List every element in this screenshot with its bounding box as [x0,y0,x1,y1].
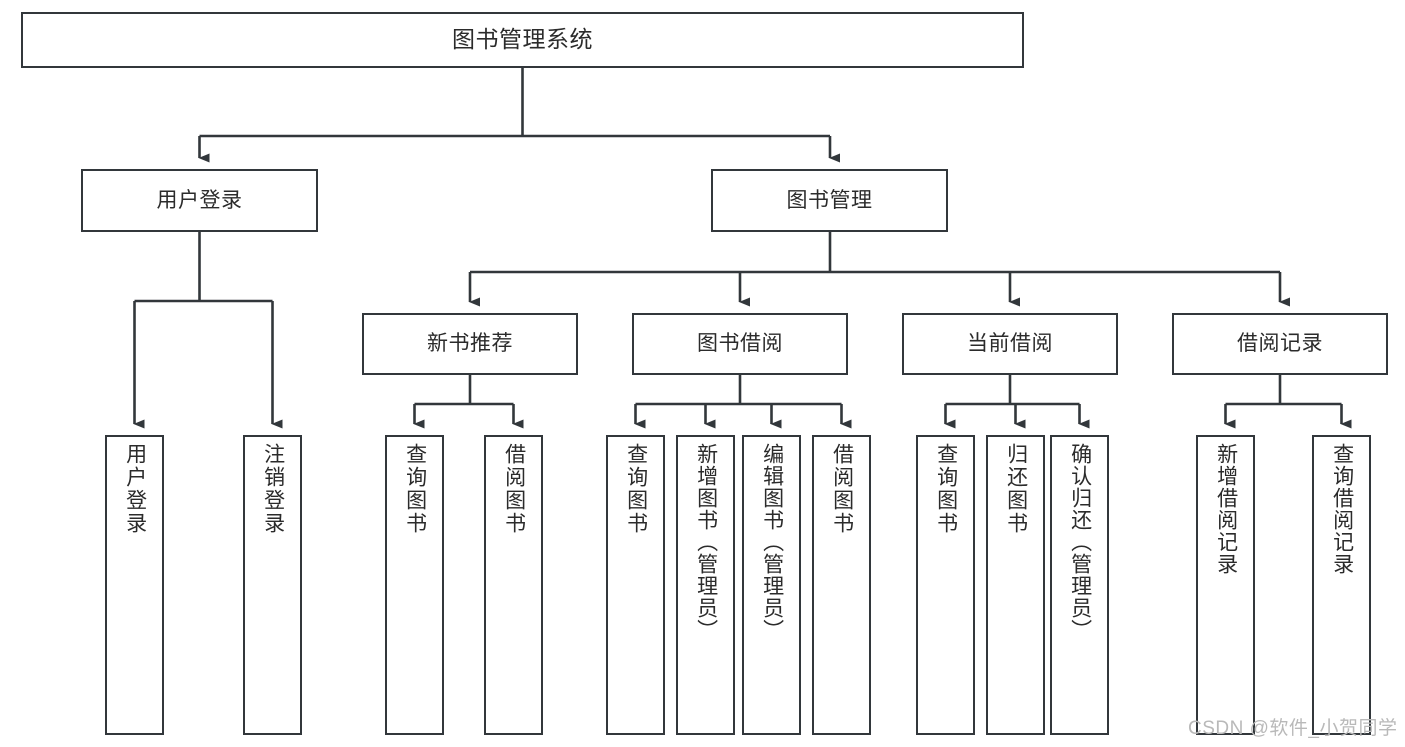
leaf-query-book-borrow[interactable]: 查询图书 [606,435,665,735]
leaf-return-book[interactable]: 归还图书 [986,435,1045,735]
node-label: 确认归还（管理员） [1068,443,1092,641]
node-label: 查询图书 [934,443,958,535]
node-root-system[interactable]: 图书管理系统 [21,12,1024,68]
node-book-management[interactable]: 图书管理 [711,169,948,232]
leaf-borrow-book[interactable]: 借阅图书 [812,435,871,735]
leaf-borrow-book-recommend[interactable]: 借阅图书 [484,435,543,735]
node-label: 新增借阅记录 [1214,443,1238,575]
node-label: 查询图书 [403,443,427,535]
node-label: 新书推荐 [427,332,513,356]
node-label: 借阅记录 [1237,332,1323,356]
node-label: 用户登录 [156,188,243,212]
node-label: 归还图书 [1004,443,1028,535]
node-label: 查询图书 [624,443,648,535]
leaf-query-book-recommend[interactable]: 查询图书 [385,435,444,735]
node-borrow-record[interactable]: 借阅记录 [1172,313,1388,375]
leaf-add-borrow-record[interactable]: 新增借阅记录 [1196,435,1255,735]
csdn-watermark: CSDN @软件_小贺同学 [1188,718,1398,739]
leaf-add-book-admin[interactable]: 新增图书（管理员） [676,435,735,735]
node-label: 注销登录 [261,443,285,535]
node-new-book-recommend[interactable]: 新书推荐 [362,313,578,375]
node-label: 当前借阅 [967,332,1053,356]
node-label: 借阅图书 [830,443,854,535]
leaf-query-book-current[interactable]: 查询图书 [916,435,975,735]
node-label: 用户登录 [123,443,147,535]
node-label: 查询借阅记录 [1330,443,1354,575]
node-label: 编辑图书（管理员） [760,443,784,641]
node-label: 新增图书（管理员） [694,443,718,641]
leaf-confirm-return-admin[interactable]: 确认归还（管理员） [1050,435,1109,735]
node-label: 图书管理 [786,188,873,212]
leaf-edit-book-admin[interactable]: 编辑图书（管理员） [742,435,801,735]
leaf-user-login[interactable]: 用户登录 [105,435,164,735]
leaf-query-borrow-record[interactable]: 查询借阅记录 [1312,435,1371,735]
node-user-login[interactable]: 用户登录 [81,169,318,232]
node-book-borrow[interactable]: 图书借阅 [632,313,848,375]
node-label: 图书管理系统 [452,26,593,53]
node-label: 借阅图书 [502,443,526,535]
leaf-logout-login[interactable]: 注销登录 [243,435,302,735]
node-current-borrow[interactable]: 当前借阅 [902,313,1118,375]
node-label: 图书借阅 [697,332,783,356]
